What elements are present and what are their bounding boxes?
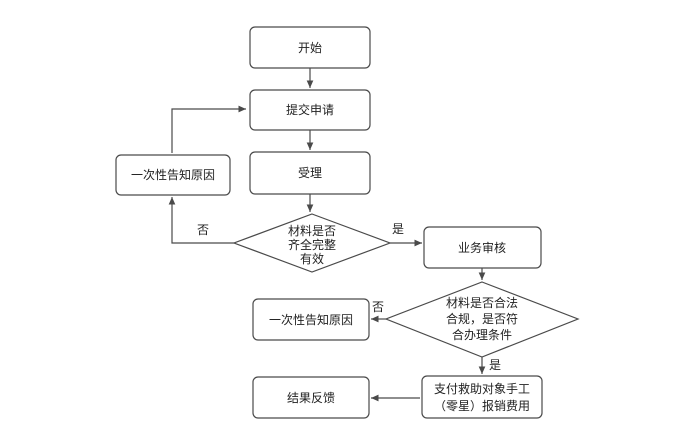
node-pay-line-1: 支付救助对象手工	[434, 381, 530, 396]
node-notify-reason-2-label: 一次性告知原因	[269, 313, 353, 327]
node-accept-label: 受理	[298, 166, 322, 180]
node-submit-label: 提交申请	[286, 102, 334, 117]
node-check-complete-line-1: 材料是否	[288, 224, 336, 238]
arrow-check-no-notify	[168, 197, 234, 244]
node-check-legal: 材料是否合法 合规，是否符 合办理条件	[384, 281, 580, 358]
node-check-complete: 材料是否 齐全完整 有效	[232, 213, 392, 273]
node-notify-reason-2: 一次性告知原因	[252, 298, 370, 341]
edge-label-complete-yes: 是	[392, 222, 404, 236]
node-check-complete-line-2: 齐全完整	[288, 237, 336, 252]
node-accept: 受理	[249, 151, 371, 195]
node-review-label: 业务审核	[458, 240, 506, 255]
node-pay-reimbursement: 支付救助对象手工 （零星）报销费用	[421, 375, 543, 419]
node-check-legal-line-3: 合办理条件	[452, 327, 512, 342]
node-check-legal-line-1: 材料是否合法	[446, 295, 518, 310]
node-review: 业务审核	[423, 226, 542, 269]
node-feedback: 结果反馈	[252, 376, 370, 419]
node-check-legal-line-2: 合规，是否符	[446, 311, 518, 326]
arrow-notify-submit	[171, 105, 246, 153]
node-pay-line-2: （零星）报销费用	[434, 398, 530, 413]
edge-label-legal-yes: 是	[489, 358, 501, 372]
node-notify-reason-1-label: 一次性告知原因	[131, 168, 215, 182]
edge-label-complete-no: 否	[197, 223, 209, 237]
node-notify-reason-1: 一次性告知原因	[115, 154, 231, 196]
node-start-label: 开始	[298, 41, 322, 55]
node-check-complete-line-3: 有效	[300, 251, 324, 266]
node-feedback-label: 结果反馈	[287, 391, 335, 405]
node-submit: 提交申请	[249, 89, 371, 131]
node-start: 开始	[249, 26, 371, 69]
edge-label-legal-no: 否	[372, 300, 384, 314]
connectors	[168, 68, 486, 402]
